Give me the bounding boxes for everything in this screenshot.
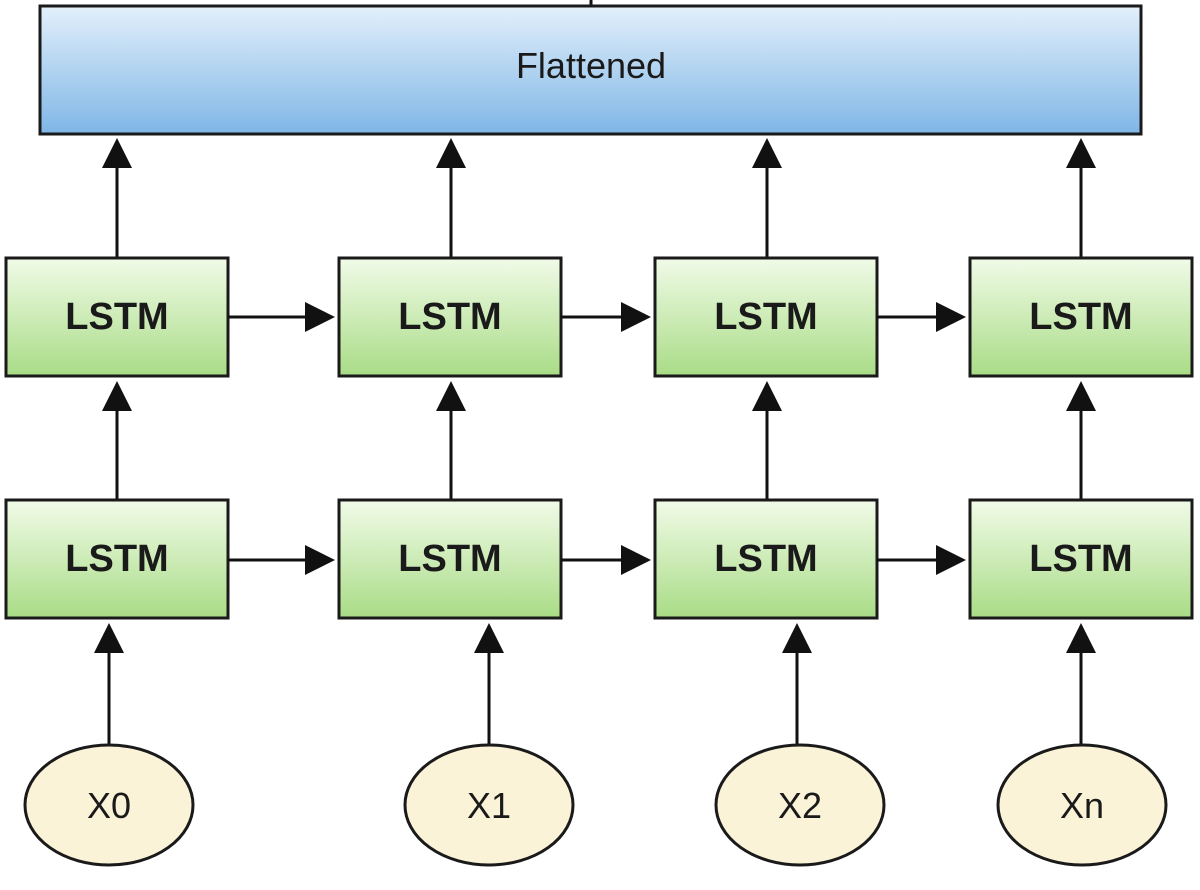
lstm-cell-lower-0: LSTM [4, 498, 230, 620]
input-node-x2: X2 [714, 743, 886, 867]
lstm-cell-upper-2: LSTM [653, 256, 879, 378]
lstm-label: LSTM [65, 296, 168, 338]
lstm-label: LSTM [714, 538, 817, 580]
input-node-x0: X0 [23, 743, 195, 867]
input-node-xn: Xn [996, 743, 1168, 867]
lstm-cell-upper-1: LSTM [337, 256, 563, 378]
lstm-cell-lower-2: LSTM [653, 498, 879, 620]
lstm-cell-upper-3: LSTM [968, 256, 1194, 378]
lstm-cell-lower-3: LSTM [968, 498, 1194, 620]
lstm-label: LSTM [398, 296, 501, 338]
lstm-label: LSTM [1029, 538, 1132, 580]
lstm-label: LSTM [1029, 296, 1132, 338]
input-label: X2 [778, 785, 822, 826]
input-label: Xn [1060, 785, 1104, 826]
lstm-label: LSTM [714, 296, 817, 338]
flattened-layer: Flattened [38, 4, 1143, 136]
lstm-cell-upper-0: LSTM [4, 256, 230, 378]
input-label: X0 [87, 785, 131, 826]
flattened-label: Flattened [516, 45, 666, 86]
lstm-label: LSTM [398, 538, 501, 580]
input-node-x1: X1 [403, 743, 575, 867]
input-label: X1 [467, 785, 511, 826]
lstm-cell-lower-1: LSTM [337, 498, 563, 620]
lstm-label: LSTM [65, 538, 168, 580]
